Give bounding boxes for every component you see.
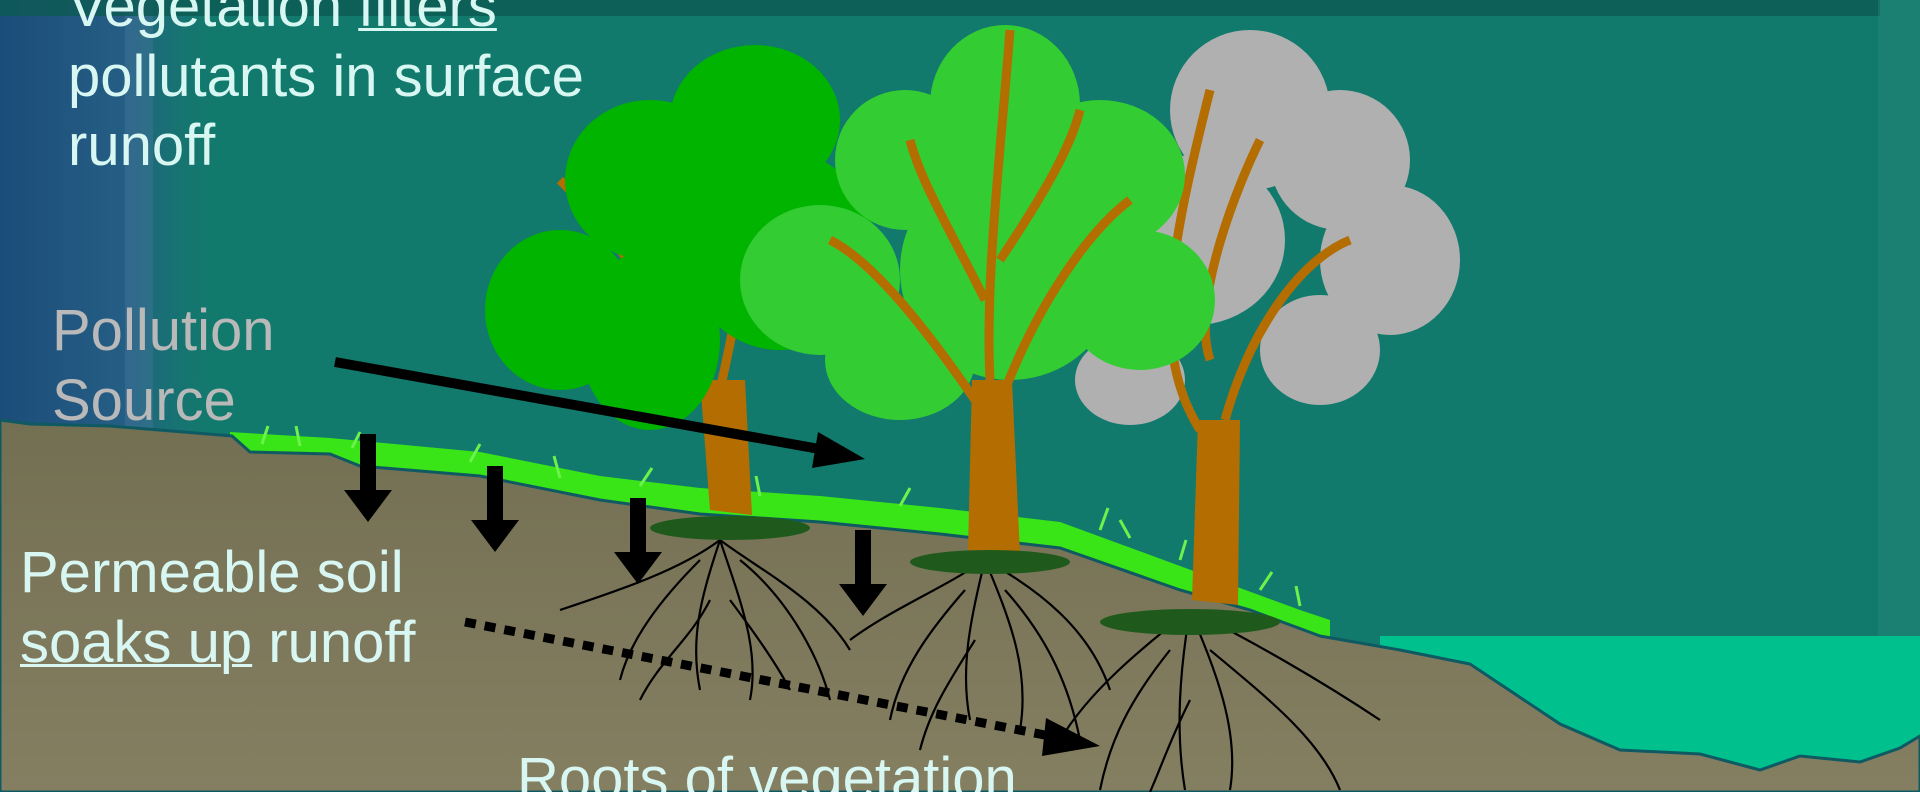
filter-caption-line3: runoff — [68, 113, 215, 178]
filter-caption-line2: pollutants in surface — [68, 44, 584, 109]
filter-caption-line1: Vegetation filters — [68, 0, 497, 39]
roots-caption: Roots of vegetation — [517, 744, 1017, 792]
permeable-soil-caption: Permeable soilsoaks up runoff — [20, 538, 416, 677]
pollution-source-label: PollutionSource — [52, 296, 274, 435]
filter-caption: Vegetation filters pollutants in surfacer… — [68, 0, 584, 181]
